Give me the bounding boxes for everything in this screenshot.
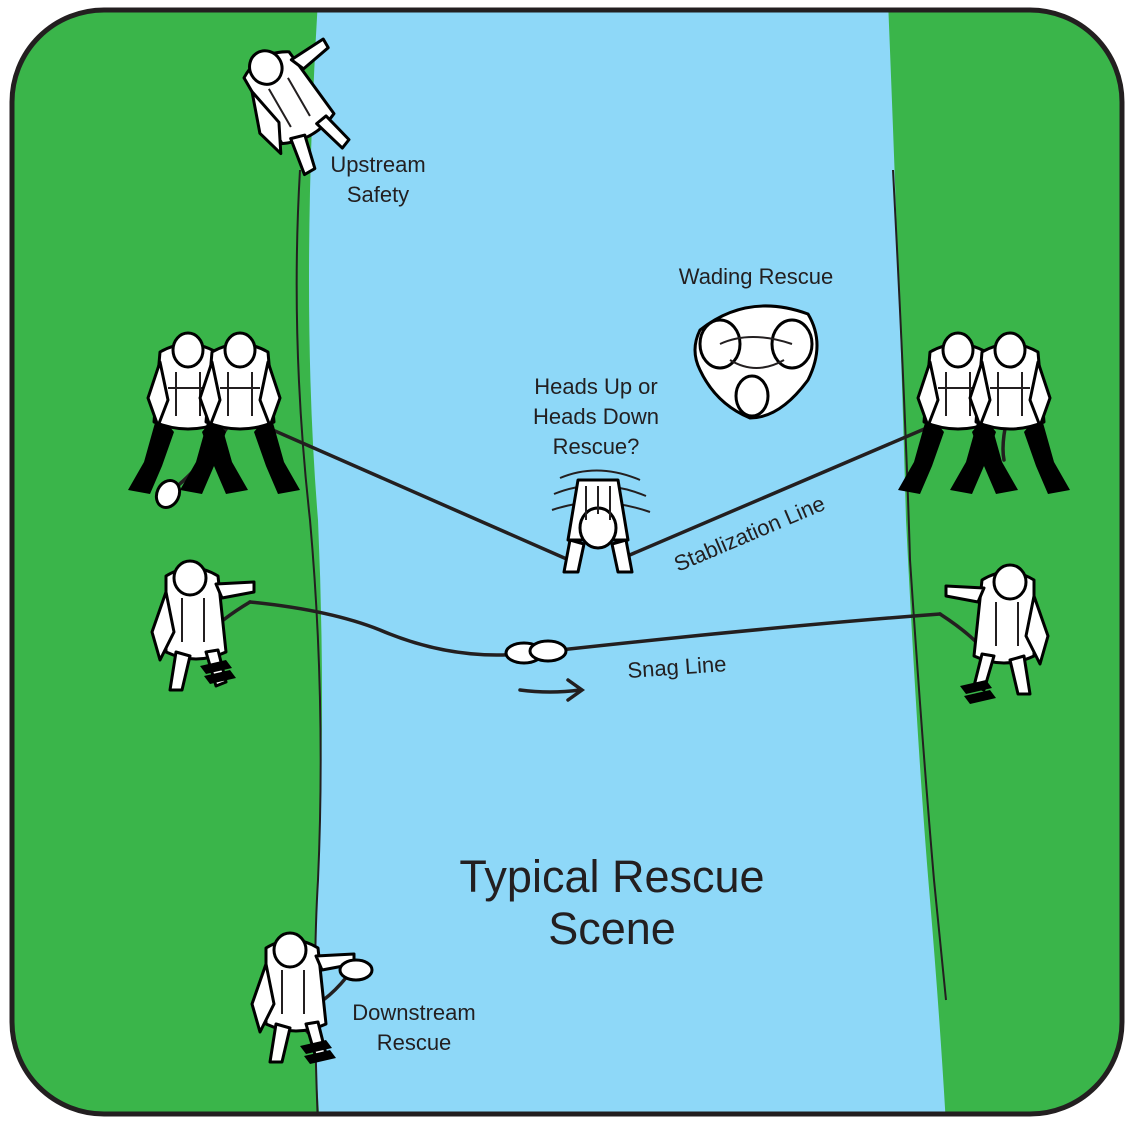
snag-line — [248, 600, 942, 657]
heads-label-line1: Heads Up or — [534, 374, 658, 399]
throw-bag-icon-downstream — [338, 958, 374, 982]
wading-rescue-team — [693, 304, 819, 420]
stabilization-line-right — [616, 422, 938, 562]
left-stabilization-team — [126, 331, 302, 510]
frame-border — [9, 7, 1125, 1117]
stabilization-line-left — [248, 418, 580, 566]
wading-label: Wading Rescue — [679, 264, 833, 289]
downstream-label-line2: Rescue — [377, 1030, 452, 1055]
throw-bag-icon — [154, 478, 182, 510]
downstream-label-line1: Downstream — [352, 1000, 475, 1025]
right-bank-edge — [892, 169, 947, 1001]
victim-figure — [551, 469, 651, 574]
heads-label-line3: Rescue? — [553, 434, 640, 459]
flow-arrow-icon — [518, 678, 586, 702]
title-line2: Scene — [548, 903, 676, 954]
upstream-label-line2: Safety — [347, 182, 409, 207]
heads-label-line2: Heads Down — [533, 404, 659, 429]
downstream-rescue-team — [250, 931, 374, 1064]
upstream-label-line1: Upstream — [330, 152, 425, 177]
snag-float-icon — [504, 639, 568, 665]
title-line1: Typical Rescue — [459, 851, 764, 902]
